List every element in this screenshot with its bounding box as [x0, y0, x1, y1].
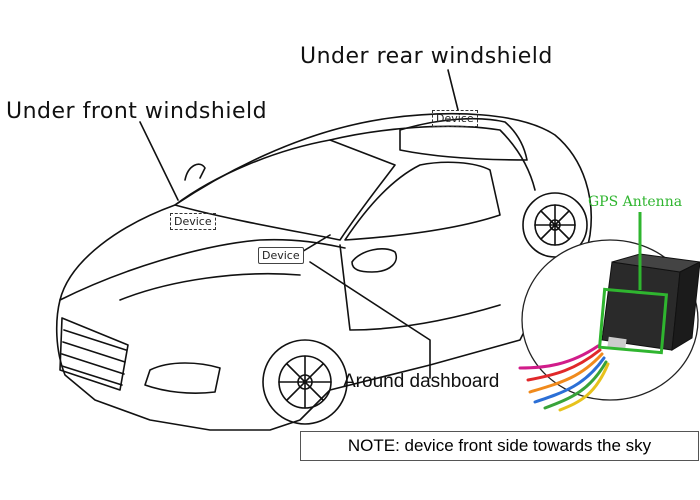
label-front-windshield: Under front windshield	[6, 99, 268, 124]
side-window	[344, 161, 501, 241]
device-tag-front: Device	[170, 213, 216, 230]
gps-antenna-highlight	[597, 287, 669, 355]
device-tag-rear: Device	[432, 110, 478, 127]
note-text: NOTE: device front side towards the sky	[347, 436, 652, 455]
gps-device-inset	[518, 212, 700, 412]
rear-window	[399, 117, 528, 161]
door-line	[339, 244, 501, 331]
headlight	[144, 362, 221, 394]
front-wheel	[262, 339, 348, 425]
side-mirror	[351, 248, 397, 273]
roof-line	[329, 125, 536, 191]
grille	[59, 317, 129, 391]
label-gps-antenna: GPS Antenna	[588, 194, 683, 210]
leader-rear	[447, 69, 459, 111]
hood-crease	[119, 272, 301, 301]
hood-line	[59, 238, 346, 301]
leader-dashboard-1	[309, 261, 431, 379]
note-box: NOTE: device front side towards the sky	[300, 431, 699, 461]
front-windshield-outline	[174, 139, 396, 241]
label-around-dashboard: Around dashboard	[343, 371, 500, 392]
leader-front	[139, 121, 179, 201]
device-tag-dashboard: Device	[258, 247, 304, 264]
label-rear-windshield: Under rear windshield	[300, 44, 553, 69]
